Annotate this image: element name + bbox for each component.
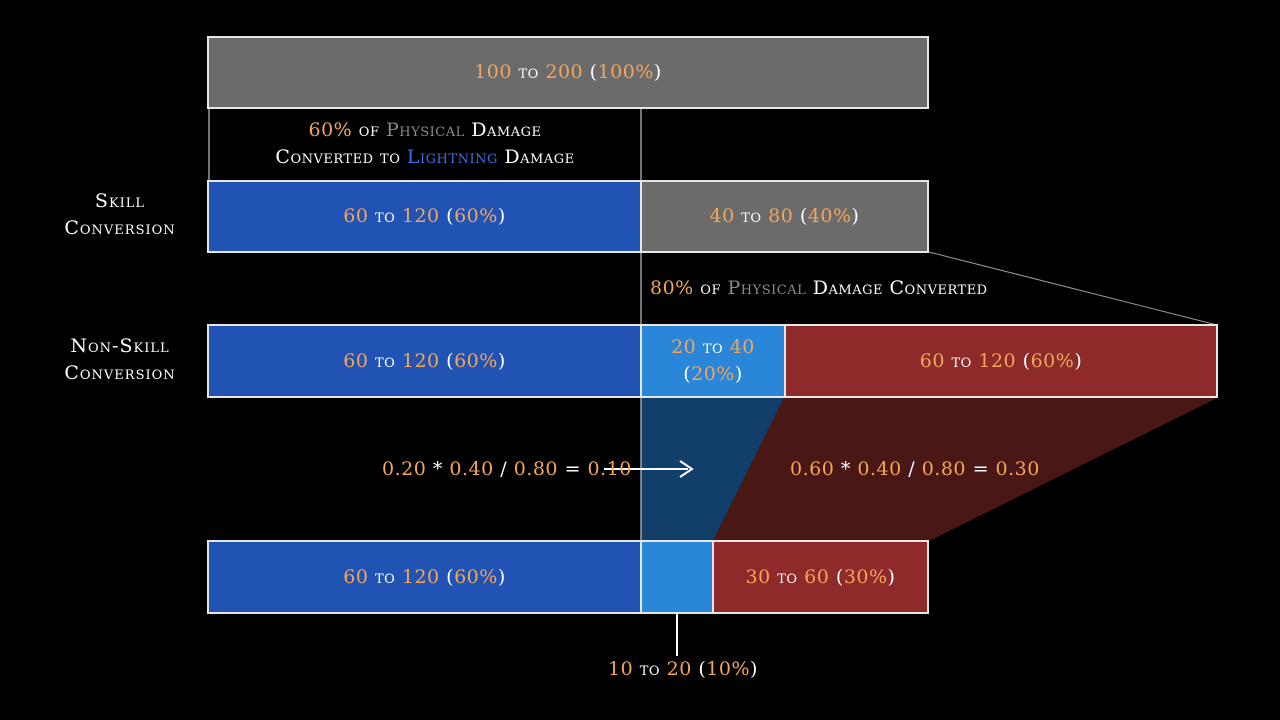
note-lightning: Lightning: [406, 146, 498, 168]
arrow-head-right-icon: [679, 460, 694, 478]
non-skill-label-line-2: Conversion: [64, 362, 176, 384]
skill-conversion-label: Skill Conversion: [40, 188, 200, 242]
final-fire-bar: 30 to 60 (30%): [712, 540, 929, 614]
fire-formula: 0.60 * 0.40 / 0.80 = 0.30: [790, 456, 1040, 483]
formula-b: 0.40: [449, 458, 494, 480]
range-word: to: [374, 565, 396, 588]
formula-result: 0.30: [995, 458, 1040, 480]
formula-b: 0.40: [857, 458, 902, 480]
value-min: 60: [343, 565, 369, 588]
base-physical-pct: 100%: [597, 61, 654, 83]
skill-lightning-bar: 60 to 120 (60%): [207, 180, 642, 253]
value-min: 40: [709, 205, 735, 227]
value-min: 20: [671, 336, 697, 358]
base-physical-min: 100: [474, 61, 512, 83]
value-pct: 60%: [454, 205, 498, 227]
value-max: 20: [666, 658, 692, 680]
non-skill-conversion-label: Non-Skill Conversion: [40, 333, 200, 387]
range-word: to: [741, 205, 762, 227]
final-lightning-extra-label: 10 to 20 (10%): [608, 658, 758, 680]
range-word: to: [374, 205, 396, 227]
base-physical-bar: 100 to 200 (100%): [207, 36, 929, 109]
non-skill-conversion-note: 80% of Physical Damage Converted: [650, 275, 988, 302]
skill-label-line-2: Conversion: [64, 217, 176, 239]
value-min: 10: [608, 658, 634, 680]
formula-eq: =: [972, 458, 989, 480]
value-min: 30: [745, 565, 771, 588]
note-physical: Physical: [386, 119, 465, 141]
skill-label-line-1: Skill: [94, 190, 146, 212]
non-skill-label-line-1: Non-Skill: [70, 335, 170, 357]
range-word: to: [518, 61, 539, 83]
non-skill-fire-bar: 60 to 120 (60%): [784, 324, 1218, 398]
range-word: to: [639, 658, 661, 680]
non-skill-lightning-extra-bar: 20 to 40 (20%): [640, 324, 786, 398]
value-max: 120: [978, 349, 1017, 372]
note-damage-2: Damage: [504, 146, 575, 168]
formula-c: 0.80: [921, 458, 967, 480]
value-min: 60: [919, 349, 945, 372]
final-lightning-extra-bar: [640, 540, 714, 614]
formula-times: *: [432, 458, 443, 480]
expand-line: [928, 251, 1218, 326]
note-pct: 80%: [650, 277, 694, 299]
note-converted-to: Converted to: [275, 146, 401, 168]
value-pct: 10%: [706, 658, 751, 680]
value-pct: 30%: [843, 565, 888, 588]
value-pct: 40%: [807, 205, 852, 227]
value-min: 60: [343, 349, 369, 372]
note-pct: 60%: [308, 119, 353, 141]
note-damage: Damage: [471, 119, 542, 141]
non-skill-lightning-bar: 60 to 120 (60%): [207, 324, 642, 398]
value-max: 120: [401, 205, 440, 227]
formula-div: /: [500, 458, 508, 480]
range-word: to: [702, 336, 724, 358]
value-pct: 60%: [454, 565, 498, 588]
final-lightning-bar: 60 to 120 (60%): [207, 540, 642, 614]
formula-div: /: [908, 458, 916, 480]
formula-a: 0.20: [382, 458, 427, 480]
note-of: of: [358, 119, 380, 141]
range-word: to: [777, 565, 798, 588]
lightning-formula: 0.20 * 0.40 / 0.80 = 0.10: [382, 456, 632, 483]
note-of: of: [700, 277, 721, 299]
value-max: 120: [401, 565, 440, 588]
formula-c: 0.80: [513, 458, 559, 480]
note-physical: Physical: [727, 277, 807, 299]
base-physical-max: 200: [545, 61, 584, 83]
value-max: 40: [729, 336, 755, 358]
range-word: to: [374, 349, 396, 372]
value-pct: 60%: [454, 349, 498, 372]
note-damage-converted: Damage Converted: [812, 277, 988, 299]
value-pct: 20%: [691, 363, 735, 385]
lightning-projection-area: [641, 398, 784, 541]
value-max: 60: [804, 565, 830, 588]
formula-times: *: [840, 458, 851, 480]
skill-conversion-note: 60% of Physical Damage Converted to Ligh…: [209, 117, 641, 171]
formula-eq: =: [564, 458, 581, 480]
skill-physical-bar: 40 to 80 (40%): [640, 180, 929, 253]
value-pct: 60%: [1030, 349, 1075, 372]
fire-projection-area: [713, 398, 1217, 541]
formula-a: 0.60: [790, 458, 835, 480]
value-max: 80: [768, 205, 794, 227]
formula-result: 0.10: [587, 458, 632, 480]
value-min: 60: [343, 205, 369, 227]
range-word: to: [951, 349, 972, 372]
value-max: 120: [401, 349, 440, 372]
